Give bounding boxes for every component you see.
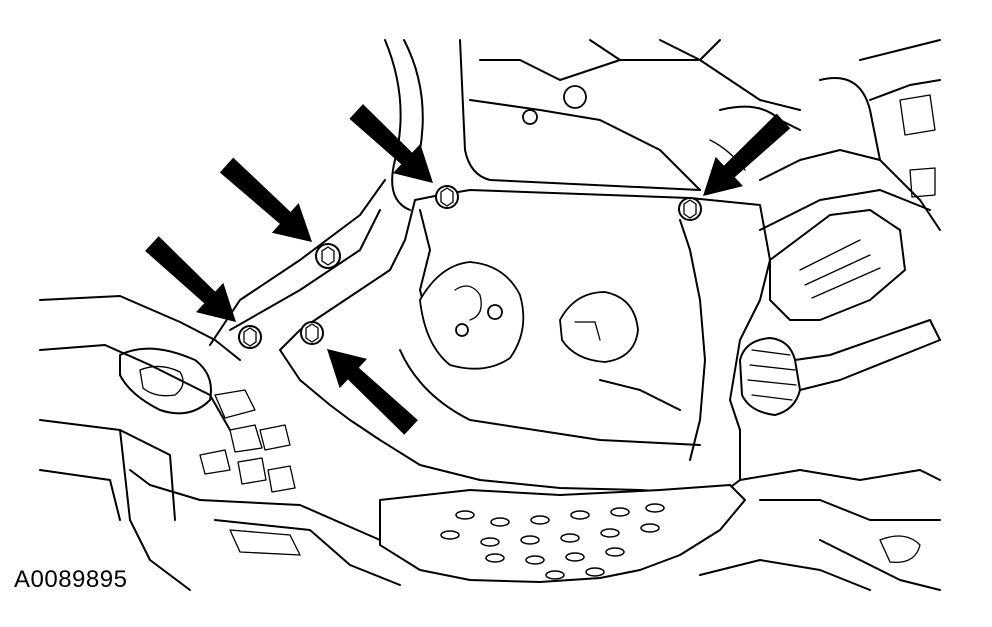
callout-arrow-5 <box>703 113 791 196</box>
figure-reference-id: A0089895 <box>14 566 128 593</box>
lower-perforated-shield <box>379 484 746 583</box>
callout-arrow-3 <box>145 236 236 322</box>
splash-shield-panel <box>279 189 771 496</box>
bolt-3 <box>315 243 341 269</box>
bolt-2 <box>678 197 702 221</box>
bolt-1 <box>435 185 459 209</box>
callout-arrow-1 <box>349 104 433 183</box>
bolt-4 <box>238 325 262 349</box>
callout-arrow-2 <box>219 157 312 242</box>
callout-arrows <box>145 104 791 435</box>
drive-axle-assembly <box>699 39 941 591</box>
callout-arrow-4 <box>327 349 418 435</box>
bolt-5 <box>300 321 324 345</box>
